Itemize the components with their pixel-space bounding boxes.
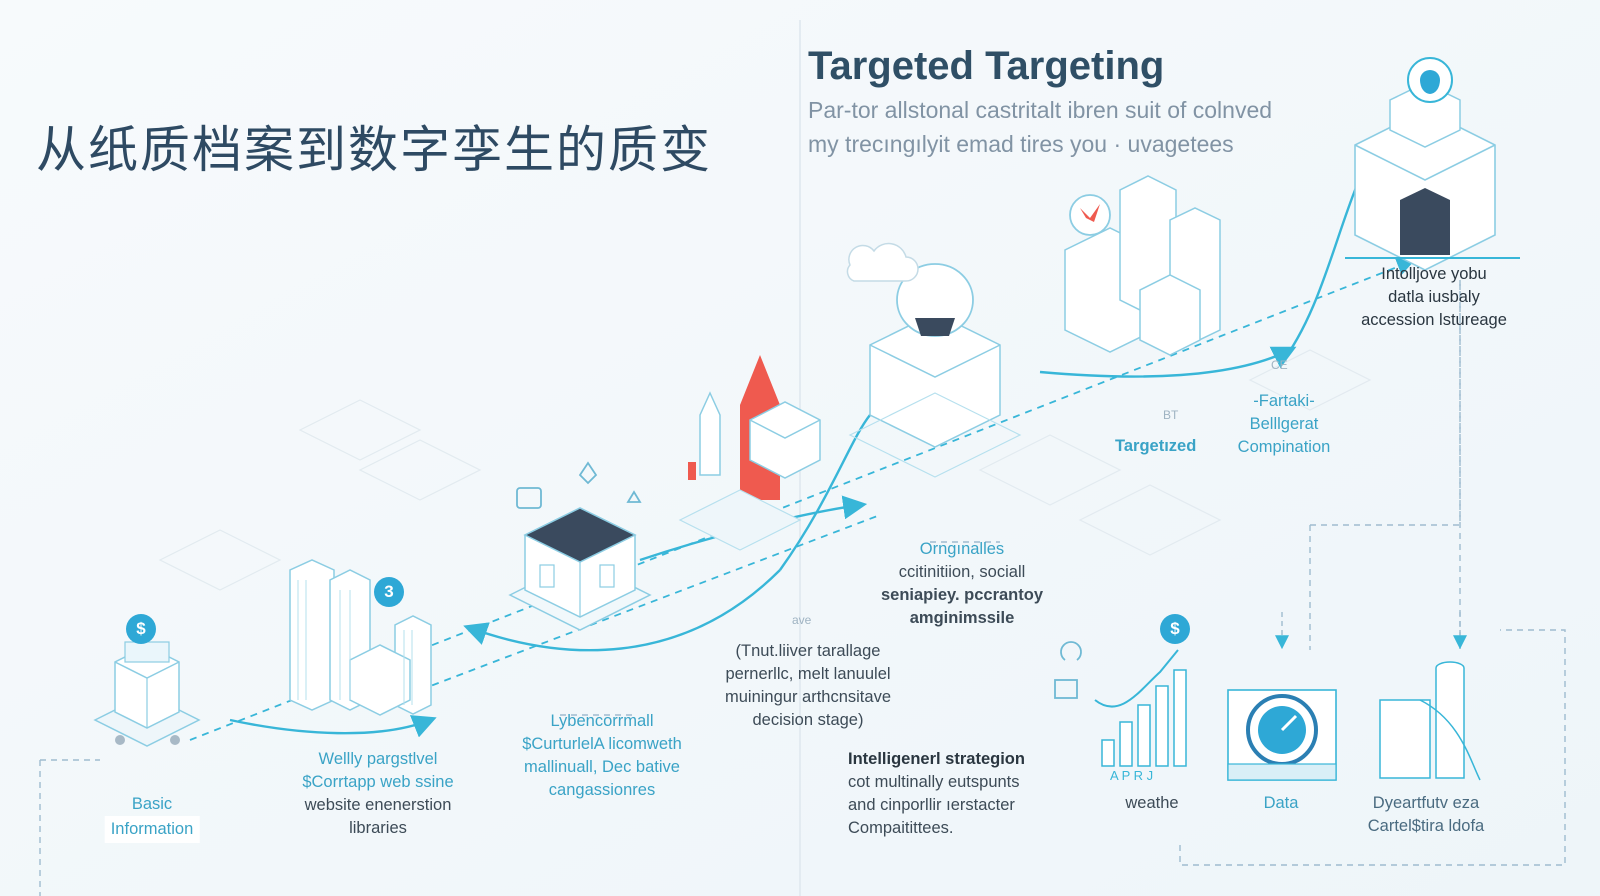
skyscraper-illustration: [289, 559, 432, 716]
stage-label-dyeartfutv: Dyeartfutv eza Cartel$tira ldofa: [1367, 794, 1485, 835]
page-title-en: Targeted Targeting: [808, 44, 1165, 88]
rocket-tower-illustration: [678, 355, 821, 551]
city-block-illustration: [1064, 175, 1221, 356]
stage-label-intolljove: Intolljove yobu datla iusbaly accession …: [1361, 265, 1507, 329]
down-arrows: [1275, 612, 1467, 650]
subtitle-line-1: Par-tor allstonal castritalt ibren suit …: [808, 97, 1273, 123]
stage-label-intelligent: Intelligenerl strategion cot multinally …: [848, 750, 1025, 837]
bt-tag: BT: [1163, 408, 1179, 422]
stage-label-lybencomall: Lybencorrmall $CurturlelA licomweth mall…: [522, 712, 682, 799]
computer-house-illustration: [508, 507, 652, 631]
clock-machine-illustration: [1227, 689, 1337, 781]
ce-tag: CE: [1271, 358, 1288, 372]
stage-label-wellly: Wellly pargstlvel $Corrtapp web ssine we…: [302, 750, 454, 837]
stage-label-targetized: Targetızed: [1115, 437, 1197, 455]
cloud-icon: [846, 242, 919, 282]
bar-growth-illustration: [1094, 649, 1187, 767]
cylinder-storage-illustration: [1379, 661, 1481, 781]
stage-label-data: Data: [1263, 794, 1299, 812]
subtitle-line-2: my trecıngılyit emad tires you · uvagete…: [808, 131, 1234, 157]
stage-label-organalles: Orngınalles ccitinitiion, sociall seniap…: [880, 540, 1044, 627]
target-badge-icon: [1069, 194, 1111, 236]
corner-dashes: [39, 280, 1566, 896]
dollar-badge-icon: $: [126, 614, 156, 644]
stage-label-weathe: weathe: [1125, 794, 1179, 812]
data-tower-illustration: [1345, 57, 1520, 271]
chart-axis-letters: A P R J: [1110, 768, 1154, 783]
basic-building-illustration: [93, 641, 201, 747]
robot-head-illustration: [848, 263, 1022, 478]
stage-label-basic: Basic Information: [104, 793, 200, 843]
background-grid: [158, 349, 1372, 591]
guide-lines: [189, 258, 1416, 741]
small-icons: [516, 461, 1082, 699]
stage-label-compination: -Fartaki- Belllgerat Compination: [1237, 392, 1331, 456]
dollar-badge-icon-right: $: [1160, 614, 1190, 644]
number-badge-icon: 3: [374, 577, 404, 607]
ave-tag: ave: [792, 613, 812, 627]
stage-label-multiliver: (Tnut.liiver tarallage pernerllc, melt l…: [725, 642, 891, 729]
subtitle: Par-tor allstonal castritalt ibren suit …: [808, 93, 1272, 161]
page-title-cn: 从纸质档案到数字孪生的质变: [36, 121, 712, 179]
